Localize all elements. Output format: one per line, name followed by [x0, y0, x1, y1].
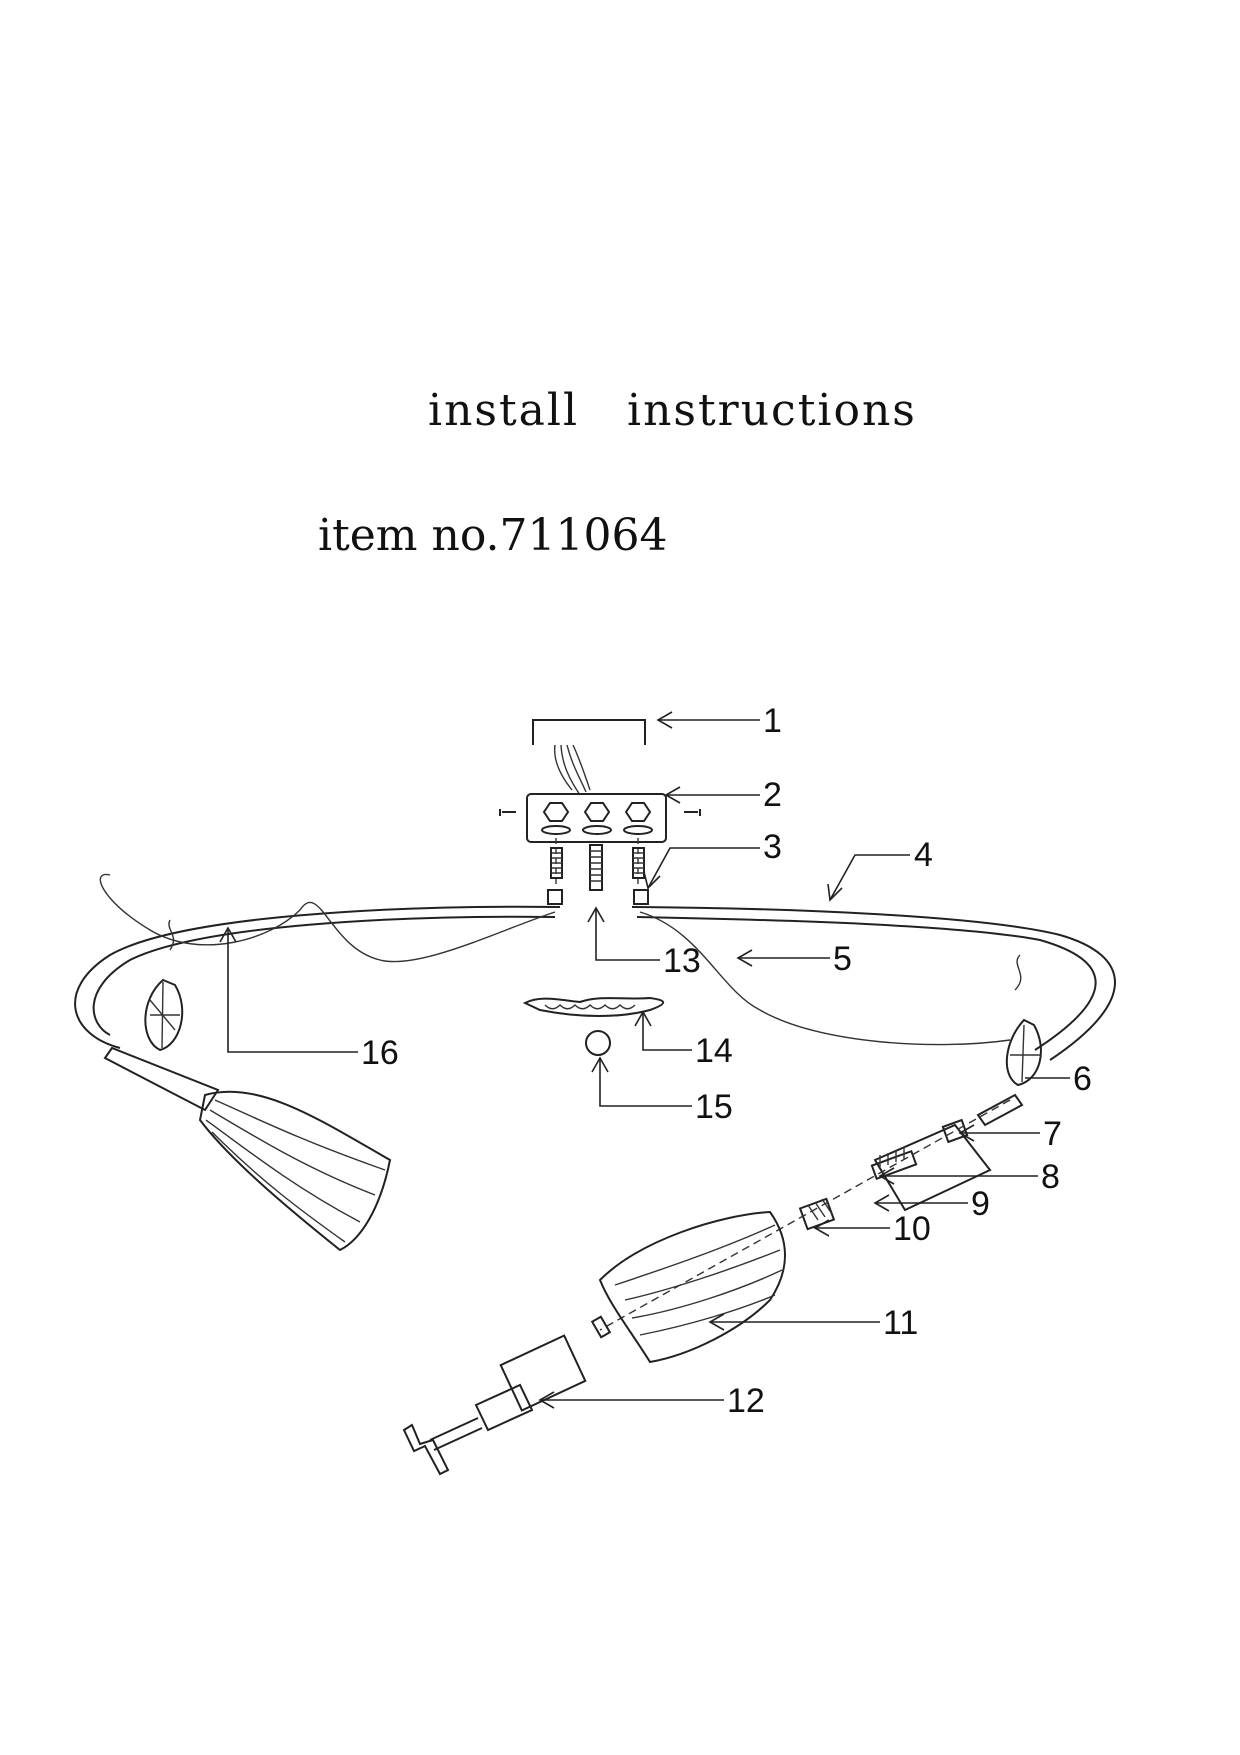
svg-text:12: 12: [727, 1382, 765, 1420]
callout-12: 12: [538, 1382, 765, 1420]
callout-13: 13: [587, 906, 701, 980]
svg-text:9: 9: [971, 1185, 990, 1223]
page-title: install instructions: [428, 385, 917, 436]
svg-text:14: 14: [695, 1032, 733, 1070]
callout-14: 14: [634, 1010, 733, 1070]
wire-loop-right: [639, 911, 1011, 1046]
svg-text:2: 2: [763, 776, 782, 814]
svg-text:13: 13: [663, 942, 701, 980]
threaded-rods: [550, 847, 645, 879]
svg-text:16: 16: [361, 1034, 399, 1072]
svg-text:7: 7: [1043, 1115, 1062, 1153]
svg-text:6: 6: [1073, 1060, 1092, 1098]
svg-text:4: 4: [914, 836, 933, 874]
callout-3: 3: [643, 828, 782, 890]
svg-text:11: 11: [883, 1304, 918, 1342]
callout-1: 1: [656, 702, 782, 740]
connector-block-right: [633, 889, 649, 905]
callout-11: 11: [708, 1304, 918, 1342]
callout-6: 6: [1025, 1060, 1092, 1098]
bobeche: [522, 996, 665, 1017]
mounting-bracket: [532, 719, 646, 745]
callout-8: 8: [878, 1158, 1060, 1196]
shade-right: [598, 1210, 786, 1364]
svg-text:8: 8: [1041, 1158, 1060, 1196]
callout-10: 10: [813, 1210, 931, 1248]
center-rod: [589, 844, 603, 891]
svg-text:1: 1: [763, 702, 782, 740]
svg-text:10: 10: [893, 1210, 931, 1248]
finial-ball: [585, 1030, 611, 1056]
crystal-pendant-left: [144, 919, 184, 1052]
side-screws: [499, 809, 701, 816]
bulb-socket: [402, 1334, 587, 1476]
callout-4: 4: [827, 836, 933, 902]
crystal-pendant-right: [1005, 954, 1042, 1087]
callout-9: 9: [873, 1185, 990, 1223]
frame-arm-right-inner: [636, 916, 1097, 1051]
svg-text:3: 3: [763, 828, 782, 866]
frame-arm-right: [631, 906, 1116, 1061]
svg-text:15: 15: [695, 1088, 733, 1126]
callout-16: 16: [219, 926, 399, 1072]
callout-2: 2: [664, 776, 782, 814]
supply-wires: [553, 744, 591, 796]
connector-block-left: [547, 889, 563, 905]
canopy-plate: [526, 793, 667, 843]
wire-loop-left: [99, 873, 556, 963]
callout-7: 7: [958, 1115, 1062, 1153]
shade-washer: [590, 1315, 612, 1339]
shade-left: [103, 1046, 392, 1252]
callout-15: 15: [591, 1056, 733, 1126]
frame-arm-left: [74, 905, 561, 1049]
hex-nuts: [541, 802, 653, 835]
svg-text:5: 5: [833, 940, 852, 978]
item-number: item no.711064: [318, 510, 668, 561]
callout-5: 5: [736, 940, 852, 978]
